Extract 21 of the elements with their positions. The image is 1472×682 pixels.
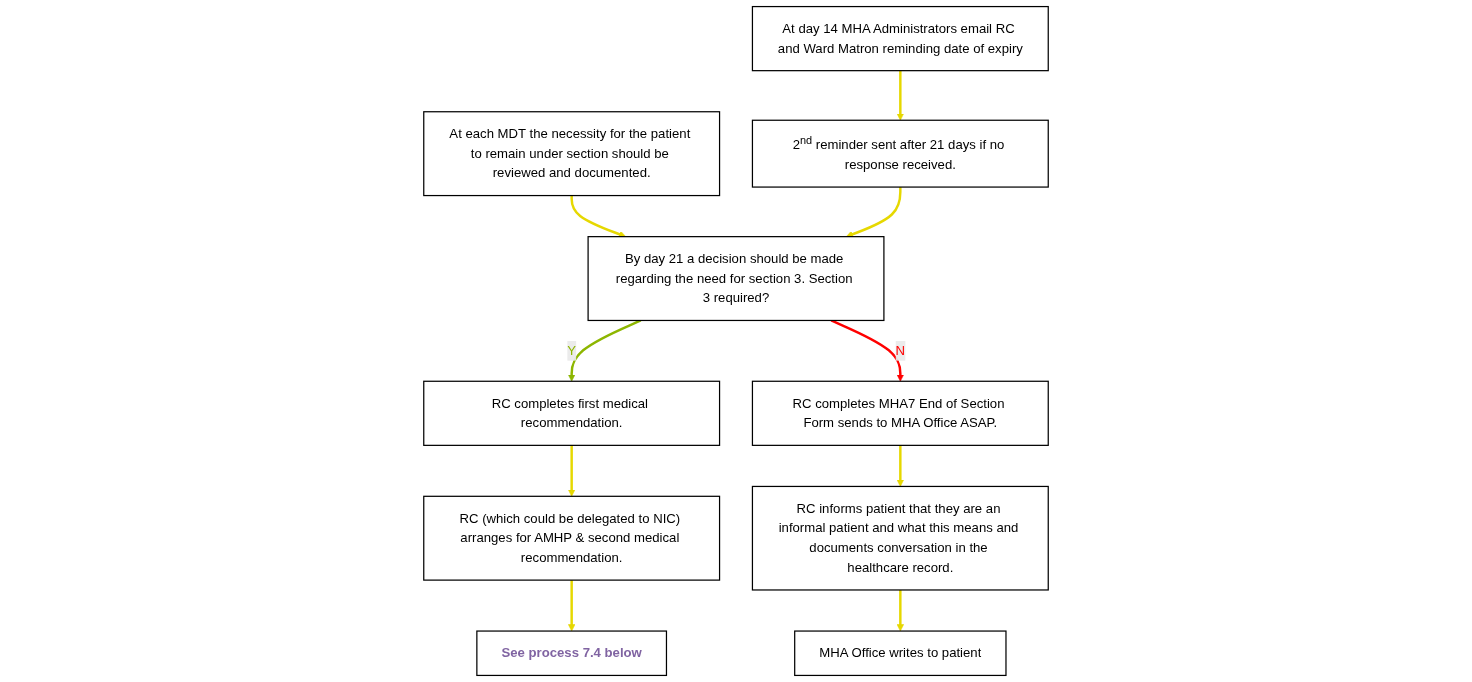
arrow <box>568 445 576 497</box>
edge-label: Y <box>567 343 577 358</box>
node-box: 2$^{nd}$ reminder sent after 21 days if no response received. <box>751 119 1049 188</box>
arrow <box>845 187 902 238</box>
node-box: By day 21 a decision should be made regarding the need for section 3. Section 3 required? <box>587 236 885 322</box>
node-box: See process 7.4 below <box>476 630 668 677</box>
arrow <box>896 589 904 632</box>
node-box: At each MDT the necessity for the patient to remain under section should be reviewed and documented. <box>423 111 721 197</box>
arrow <box>568 319 642 382</box>
node-box: RC completes MHA7 End of Section Form sends to MHA Office ASAP. <box>751 380 1049 446</box>
arrow <box>570 195 627 238</box>
arrow <box>896 445 904 487</box>
arrow <box>896 70 904 121</box>
edge-label: N <box>895 343 906 358</box>
node-box: RC completes first medical recommendation. <box>423 380 721 446</box>
node-box: At day 14 MHA Administrators email RC and Ward Matron reminding date of expiry <box>751 5 1049 72</box>
arrow <box>830 319 904 382</box>
node-box: RC informs patient that they are an informal patient and what this means and documents conversation in the healthcare record. <box>751 485 1049 591</box>
node-box: MHA Office writes to patient <box>794 630 1007 677</box>
node-box: RC (which could be delegated to NIC) arranges for AMHP & second medical recommendation. <box>423 495 721 581</box>
arrow <box>568 580 576 632</box>
